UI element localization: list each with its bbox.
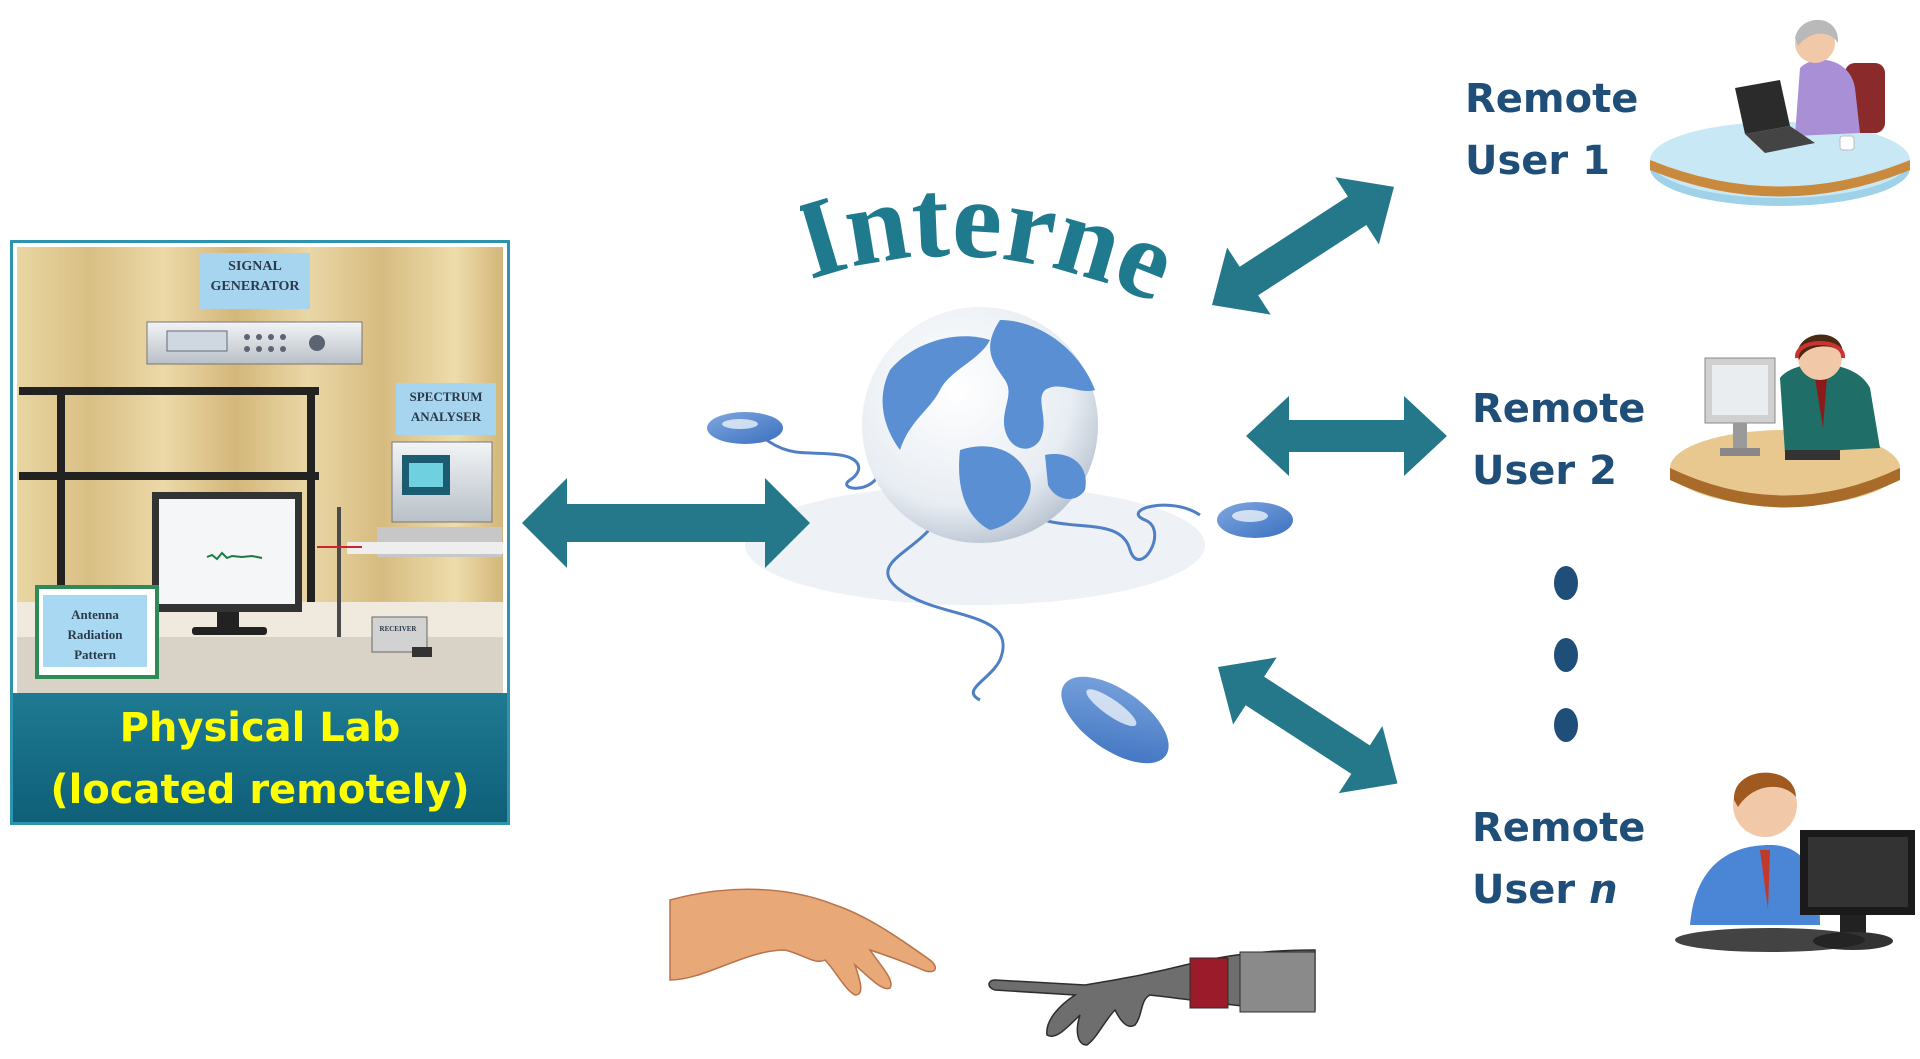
- antenna-radiation-pattern-label: Antenna Radiation Pattern: [43, 595, 147, 667]
- human-robot-hands-illustration: [669, 888, 1316, 1046]
- mouse-icon: [1217, 502, 1293, 538]
- double-arrow-user-1: [1212, 177, 1394, 315]
- remote-user-2-line1: Remote: [1472, 386, 1646, 432]
- ellipsis-dot-2: [1554, 638, 1578, 672]
- remote-user-2-clipart: [1670, 334, 1900, 508]
- double-arrow-user-n: [1218, 657, 1398, 794]
- ellipsis-dot-3: [1554, 708, 1578, 742]
- remote-user-n-line2: User n: [1472, 859, 1645, 921]
- remote-user-1-clipart: [1650, 19, 1910, 206]
- remote-user-n-clipart: [1675, 772, 1915, 952]
- physical-lab-panel: SIGNAL GENERATOR SPECTRUM ANALYSER Anten…: [10, 240, 510, 825]
- remote-user-1-line1: Remote: [1465, 76, 1639, 122]
- remote-user-n-italic: n: [1589, 867, 1618, 913]
- remote-user-1-label: Remote User 1: [1465, 68, 1638, 192]
- spectrum-analyser-label: SPECTRUM ANALYSER: [396, 383, 496, 435]
- antenna-label-line2: Radiation Pattern: [67, 627, 123, 662]
- spectrum-analyser-label-line1: SPECTRUM: [409, 389, 483, 404]
- ellipsis-dot-1: [1554, 566, 1578, 600]
- signal-generator-label: SIGNAL GENERATOR: [200, 253, 310, 309]
- antenna-label-line1: Antenna: [71, 607, 119, 622]
- remote-user-n-prefix: User: [1472, 867, 1590, 913]
- remote-user-1-line2: User 1: [1465, 138, 1610, 184]
- receiver-label: RECEIVER: [375, 621, 421, 641]
- receiver-label-text: RECEIVER: [379, 625, 417, 633]
- remote-user-n-label: Remote User n: [1472, 797, 1645, 921]
- lab-caption-line2: (located remotely): [50, 767, 470, 813]
- remote-user-2-label: Remote User 2: [1472, 378, 1645, 502]
- remote-user-n-line1: Remote: [1472, 805, 1646, 851]
- mouse-icon: [707, 412, 783, 444]
- internet-title: Internet: [800, 160, 1192, 326]
- spectrum-analyser-label-line2: ANALYSER: [410, 409, 482, 424]
- mouse-icon: [1061, 676, 1169, 764]
- internet-globe-illustration: [707, 307, 1293, 764]
- double-arrow-user-2: [1246, 396, 1447, 476]
- remote-user-2-line2: User 2: [1472, 448, 1617, 494]
- signal-generator-label-line1: SIGNAL: [228, 259, 282, 274]
- double-arrow-lab-internet: [522, 478, 810, 568]
- lab-caption: Physical Lab (located remotely): [13, 693, 507, 822]
- signal-generator-label-line2: GENERATOR: [210, 279, 300, 294]
- lab-caption-line1: Physical Lab: [119, 705, 401, 751]
